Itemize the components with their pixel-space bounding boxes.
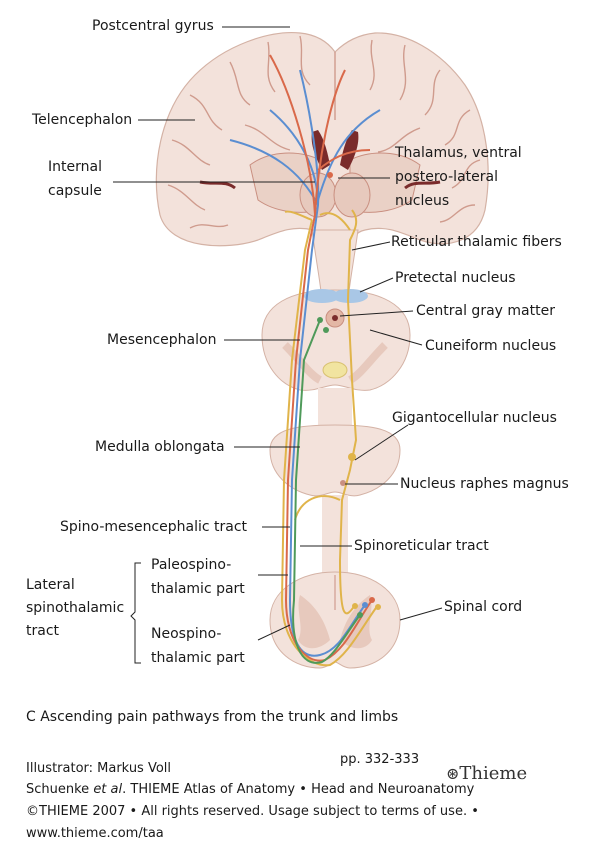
citation-line: Schuenke et al. THIEME Atlas of Anatomy …	[26, 781, 474, 798]
label-postcentral-gyrus: Postcentral gyrus	[92, 18, 214, 34]
page-reference: pp. 332-333	[340, 752, 420, 767]
figure-caption: C Ascending pain pathways from the trunk…	[26, 709, 399, 725]
label-reticular-thalamic-fibers: Reticular thalamic fibers	[391, 234, 562, 250]
citation-authors: Schuenke	[26, 782, 94, 797]
thieme-logo-text: Thieme	[459, 763, 528, 784]
label-thalamus-line3: nucleus	[395, 193, 450, 209]
label-lateral-spinothalamic-line3: tract	[26, 623, 60, 639]
label-pretectal-nucleus: Pretectal nucleus	[395, 270, 516, 286]
label-mesencephalon: Mesencephalon	[107, 332, 217, 348]
thieme-seal-icon: ⊛	[446, 764, 460, 783]
label-paleospinothalamic-line2: thalamic part	[151, 581, 245, 597]
leader-lines	[113, 26, 443, 664]
label-medulla-oblongata: Medulla oblongata	[95, 439, 225, 455]
citation-title: . THIEME Atlas of Anatomy • Head and Neu…	[122, 782, 475, 797]
illustrator-credit: Illustrator: Markus Voll	[26, 761, 172, 776]
label-neospinothalamic-line1: Neospino-	[151, 626, 222, 642]
label-internal-capsule-line1: Internal	[48, 159, 102, 175]
copyright-line: ©THIEME 2007 • All rights reserved. Usag…	[26, 804, 479, 819]
telencephalon-section	[155, 32, 489, 256]
label-lateral-spinothalamic-line2: spinothalamic	[26, 600, 125, 616]
label-nucleus-raphes-magnus: Nucleus raphes magnus	[400, 476, 569, 492]
label-neospinothalamic-line2: thalamic part	[151, 650, 245, 666]
label-spinal-cord: Spinal cord	[444, 599, 523, 615]
website-link[interactable]: www.thieme.com/taa	[26, 826, 164, 841]
label-central-gray-matter: Central gray matter	[416, 303, 555, 319]
label-thalamus-line1: Thalamus, ventral	[395, 145, 522, 161]
tract-terminal-dots	[317, 172, 381, 618]
label-cuneiform-nucleus: Cuneiform nucleus	[425, 338, 557, 354]
label-telencephalon: Telencephalon	[32, 112, 133, 128]
label-paleospinothalamic-line1: Paleospino-	[151, 557, 232, 573]
label-internal-capsule-line2: capsule	[48, 183, 102, 199]
thieme-logo: ⊛Thieme	[446, 763, 527, 784]
ascending-tracts	[229, 54, 381, 667]
citation-et-al: et al	[93, 782, 123, 797]
label-thalamus-line2: postero-lateral	[395, 169, 498, 185]
medulla-section	[269, 424, 401, 497]
label-spino-mesencephalic-tract: Spino-mesencephalic tract	[60, 519, 248, 535]
label-gigantocellular-nucleus: Gigantocellular nucleus	[392, 410, 557, 426]
label-spinoreticular-tract: Spinoreticular tract	[354, 538, 489, 554]
label-lateral-spinothalamic-line1: Lateral	[26, 577, 75, 593]
